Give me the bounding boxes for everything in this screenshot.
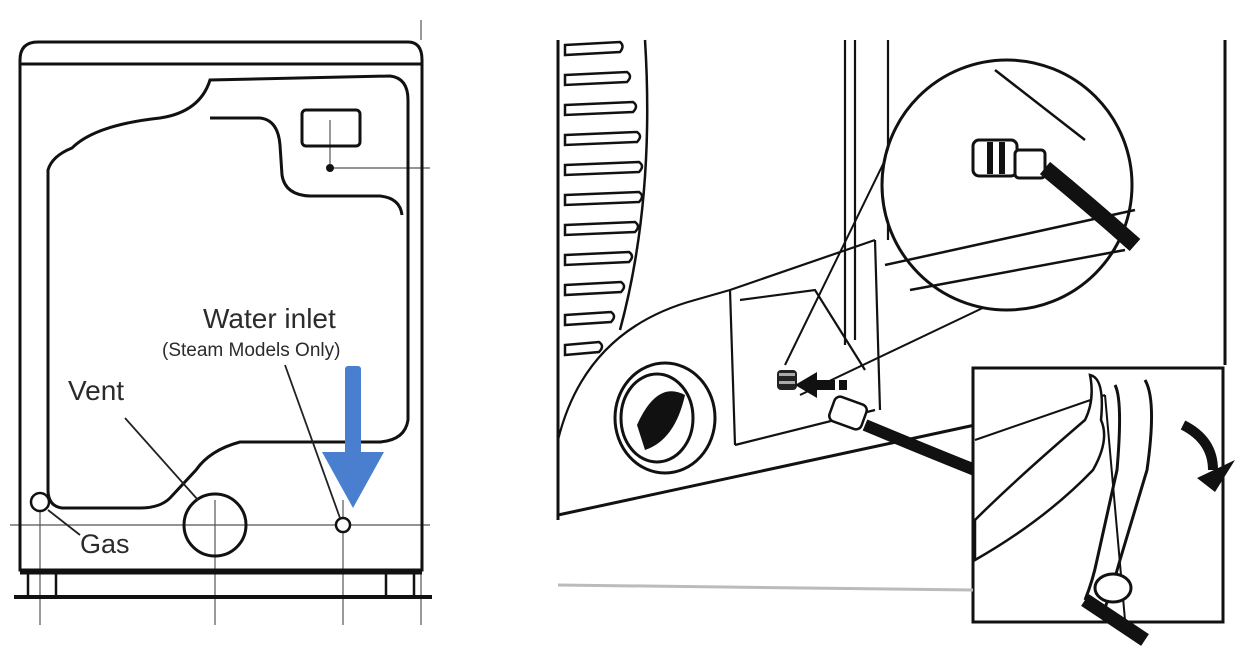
vent-label: Vent [68,375,124,406]
hose-install-svg [556,39,1235,646]
leader-lines [47,364,341,536]
inlet-valve [777,370,797,390]
down-arrow-icon [322,366,384,508]
insert-arrow-icon [795,372,847,398]
zoom-callout [784,58,1141,396]
tightening-inset [971,366,1235,646]
water-inlet-label: Water inlet [203,303,336,334]
vent-duct [613,361,717,475]
dryer-cabinet [14,40,432,599]
water-inlet-connection [334,516,352,534]
dryer-back-svg: Water inlet (Steam Models Only) Vent Gas [10,20,432,625]
top-panel-contour [210,116,404,216]
page-edge [557,583,974,592]
vent-opening [182,492,248,558]
water-inlet-note: (Steam Models Only) [162,340,340,361]
louver-edge [618,39,649,331]
plate-point [326,164,334,172]
gas-connection [29,491,51,513]
louvers [563,40,644,357]
water-hose [828,395,978,476]
hand-icon [973,373,1106,563]
hose-install-illustration [545,0,1256,662]
turn-arrow-icon [1180,420,1218,471]
rating-plate [300,108,362,148]
pliers-icon [1083,384,1122,601]
back-panel-lines [556,40,890,447]
gas-label: Gas [80,529,130,559]
dryer-back-diagram: Water inlet (Steam Models Only) Vent Gas [0,0,440,662]
